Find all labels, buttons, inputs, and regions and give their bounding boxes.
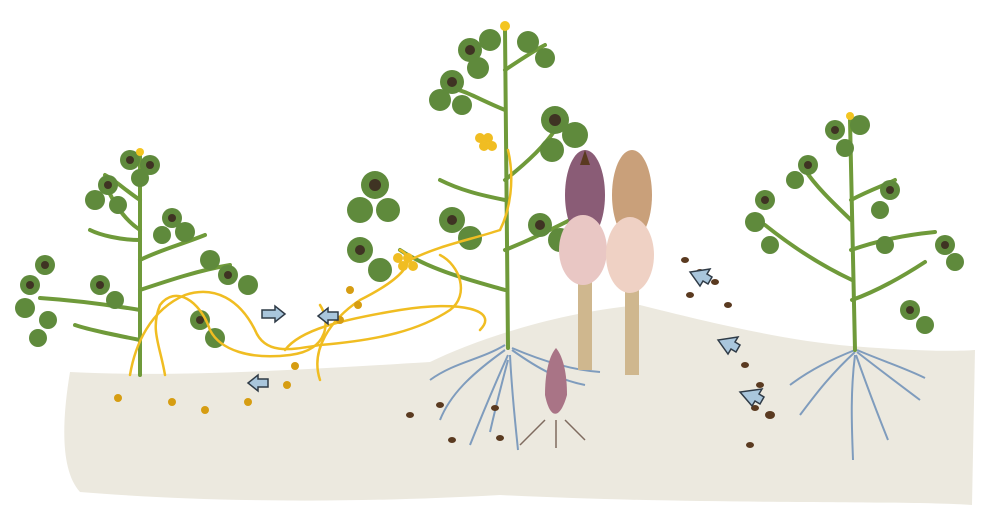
flower-center bbox=[500, 21, 510, 31]
flower-right bbox=[846, 112, 854, 120]
dodder-flower-clusters bbox=[393, 133, 497, 271]
leaf-cluster-center bbox=[347, 29, 591, 282]
arrow-4 bbox=[690, 269, 712, 286]
arrow-1 bbox=[262, 306, 285, 322]
host-plant-center bbox=[400, 30, 570, 348]
flower-left bbox=[136, 148, 144, 156]
leaf-cluster-left bbox=[15, 150, 258, 348]
soil-ground bbox=[64, 305, 975, 505]
